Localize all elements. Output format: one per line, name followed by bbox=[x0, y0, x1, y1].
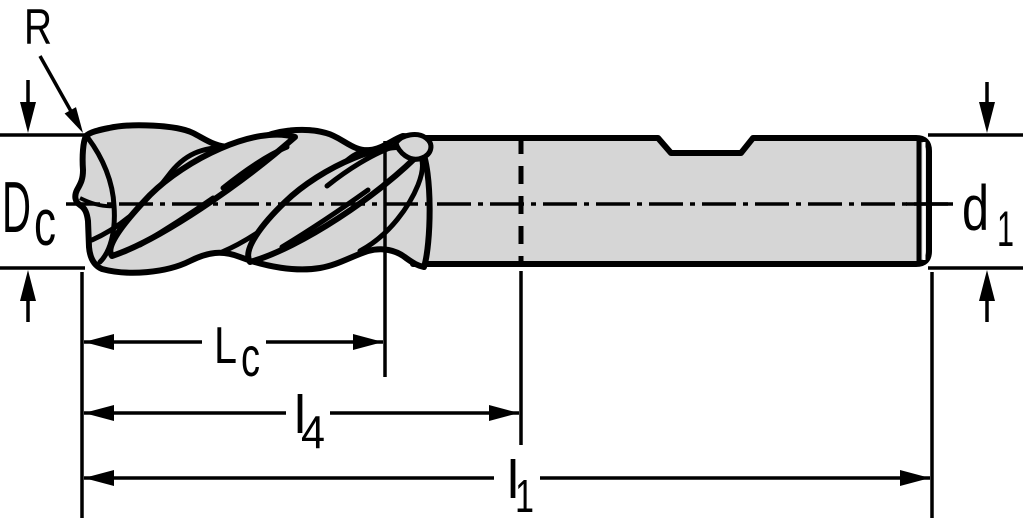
d1-bottom-arrowhead bbox=[979, 270, 995, 301]
corner-radius-label: R bbox=[24, 0, 52, 55]
flute-accent-line-4 bbox=[137, 195, 216, 248]
lc-left-arrowhead bbox=[84, 334, 114, 350]
l1-right-arrowhead bbox=[900, 470, 930, 486]
dc-top-arrowhead bbox=[20, 102, 36, 133]
shank-fill bbox=[406, 141, 926, 261]
l4-right-arrowhead bbox=[489, 405, 519, 421]
overall-length-dimension: l1 bbox=[84, 272, 934, 522]
end-face-edge-line bbox=[85, 135, 117, 265]
flute-length-label: Lc bbox=[214, 317, 260, 388]
cutting-diameter-dimension: Dc bbox=[0, 80, 85, 322]
l4-left-arrowhead bbox=[84, 405, 114, 421]
flute-accent-line-2 bbox=[324, 143, 398, 189]
tool-body bbox=[66, 122, 953, 276]
projection-length-label: l4 bbox=[294, 385, 325, 458]
corner-radius-callout: R bbox=[24, 0, 83, 133]
flute-runout-curl bbox=[393, 132, 434, 162]
cutting-diameter-label: Dc bbox=[2, 168, 56, 259]
d1-top-arrowhead bbox=[979, 102, 995, 133]
flute-length-dimension: Lc bbox=[80, 141, 387, 518]
corner-radius-arrowhead bbox=[64, 107, 83, 133]
projection-length-dimension: l4 bbox=[84, 271, 523, 458]
flute-accent-line-3 bbox=[279, 187, 371, 250]
dc-bottom-arrowhead bbox=[20, 270, 36, 301]
corner-radius-leader-line bbox=[38, 55, 74, 114]
overall-length-label: l1 bbox=[507, 450, 534, 522]
flute-accent-line-1 bbox=[220, 144, 290, 191]
l1-left-arrowhead bbox=[84, 470, 114, 486]
shank-outline bbox=[400, 135, 932, 267]
lc-right-arrowhead bbox=[353, 334, 383, 350]
